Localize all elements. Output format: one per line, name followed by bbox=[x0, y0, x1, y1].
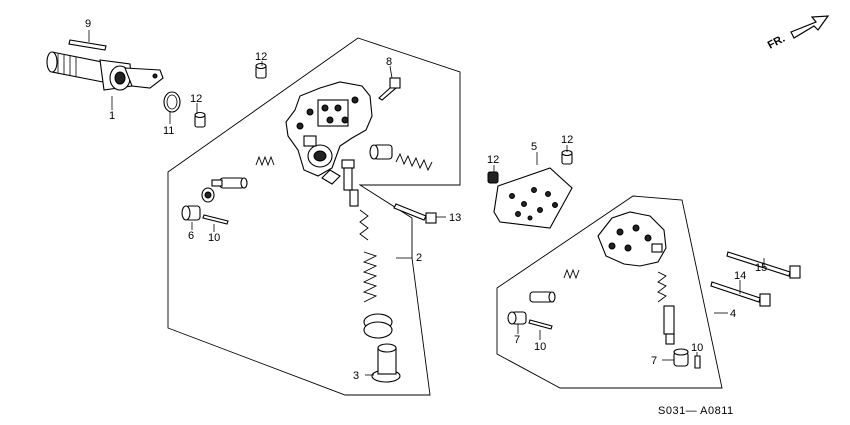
spring-d bbox=[362, 251, 378, 303]
part-12-dowel-pin-c bbox=[487, 171, 499, 184]
callout-11: 11 bbox=[163, 125, 174, 137]
spool-valve-4b bbox=[663, 305, 675, 345]
spool-valve-2c bbox=[201, 187, 215, 203]
callout-2: 2 bbox=[416, 252, 422, 264]
part-10-pin-b bbox=[528, 319, 553, 330]
part-7-plug-b bbox=[673, 348, 689, 367]
valve-body-4 bbox=[597, 211, 667, 267]
callout-9: 9 bbox=[85, 18, 91, 30]
callout-14: 14 bbox=[734, 270, 746, 282]
sleeve bbox=[369, 144, 393, 160]
part-14-bolt bbox=[710, 281, 771, 307]
callout-12-c: 12 bbox=[487, 154, 499, 166]
callout-5: 5 bbox=[531, 141, 537, 153]
part-7-plug-a bbox=[507, 311, 527, 325]
part-12-dowel-pin-d bbox=[561, 149, 573, 165]
spool-valve-4a bbox=[529, 291, 556, 303]
part-10-pin-c bbox=[694, 355, 701, 369]
front-direction-arrow bbox=[790, 15, 830, 39]
callout-6: 6 bbox=[188, 230, 194, 242]
callout-12-a: 12 bbox=[190, 93, 202, 105]
spool-valve-2a bbox=[341, 159, 359, 207]
part-15-bolt bbox=[726, 251, 801, 279]
callout-12-b: 12 bbox=[255, 51, 267, 63]
callout-10-b: 10 bbox=[534, 341, 546, 353]
callout-15: 15 bbox=[755, 262, 767, 274]
part-1-shaft bbox=[46, 51, 164, 91]
part-12-dowel-pin-b bbox=[255, 62, 267, 79]
spring-f bbox=[657, 271, 667, 303]
callout-12-d: 12 bbox=[561, 134, 573, 146]
image-code: S031— A0811 bbox=[658, 405, 734, 417]
callout-13: 13 bbox=[449, 212, 461, 224]
part-6-plug bbox=[181, 205, 201, 221]
spring-b bbox=[395, 152, 433, 172]
callout-3: 3 bbox=[353, 370, 359, 382]
callout-7-b: 7 bbox=[651, 355, 657, 367]
callout-10-c: 10 bbox=[691, 342, 703, 354]
spring-seat bbox=[363, 313, 393, 339]
part-3-retainer bbox=[371, 343, 401, 383]
spring-c bbox=[359, 209, 369, 241]
valve-body-2 bbox=[285, 81, 373, 185]
spool-valve-2b bbox=[211, 177, 248, 189]
part-8-bolt bbox=[378, 77, 401, 101]
callout-4: 4 bbox=[730, 308, 736, 320]
spring-a bbox=[255, 155, 275, 167]
part-9-pin bbox=[68, 39, 107, 51]
part-13-bolt bbox=[393, 203, 437, 224]
assembly-4-outline bbox=[496, 195, 723, 389]
spring-e bbox=[563, 268, 580, 280]
part-5-separator-plate bbox=[493, 167, 573, 229]
part-12-dowel-pin-a bbox=[194, 111, 206, 128]
callout-7-a: 7 bbox=[514, 334, 520, 346]
callout-8: 8 bbox=[386, 56, 392, 68]
callout-10-a: 10 bbox=[208, 232, 220, 244]
leader-lines bbox=[88, 30, 765, 376]
part-11-o-ring bbox=[163, 91, 181, 113]
part-10-pin-a bbox=[202, 214, 229, 225]
front-direction-label: FR. bbox=[766, 33, 787, 52]
callout-1: 1 bbox=[109, 110, 115, 122]
